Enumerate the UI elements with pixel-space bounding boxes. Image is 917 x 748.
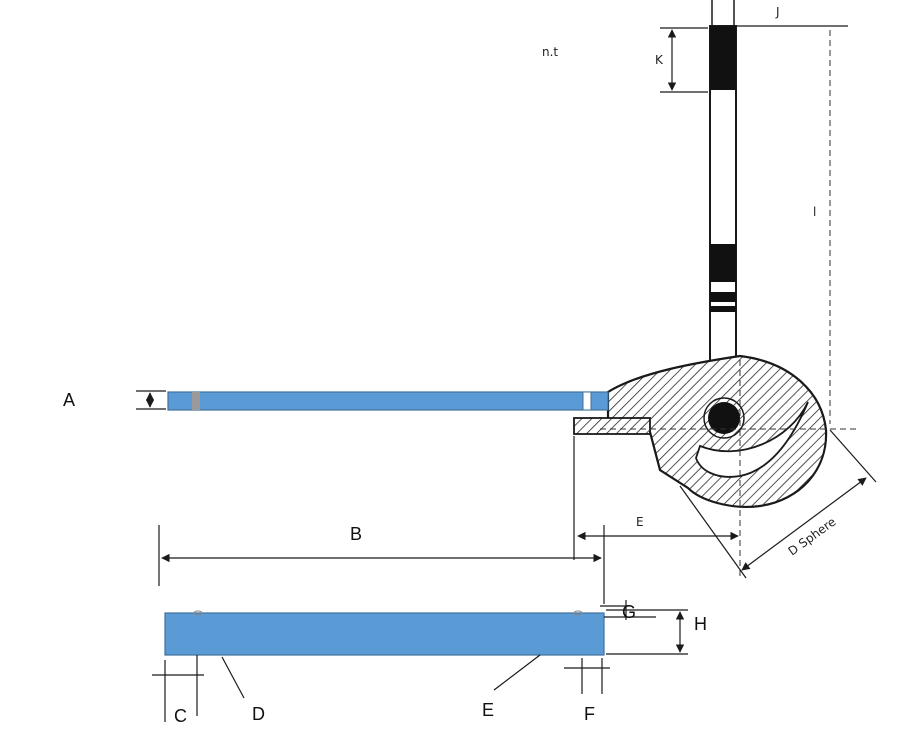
sphere-extension-1 bbox=[679, 485, 747, 579]
label-g: G bbox=[622, 602, 636, 622]
bending-head bbox=[573, 354, 828, 508]
d-leader bbox=[221, 656, 245, 699]
bottom-plate-bump-left bbox=[193, 610, 203, 616]
top-note: n.t bbox=[542, 45, 558, 59]
label-f: F bbox=[584, 704, 595, 724]
label-d: D bbox=[252, 704, 265, 724]
dowel-pin-icon bbox=[708, 402, 740, 434]
label-c: C bbox=[174, 706, 187, 726]
k-mark: K bbox=[655, 53, 664, 67]
label-h: H bbox=[694, 614, 707, 634]
rod-band-lower-2 bbox=[710, 306, 736, 312]
top-plate-assembly: A bbox=[63, 390, 609, 411]
top-plate-slot-left bbox=[192, 392, 200, 410]
j-mark: J bbox=[775, 5, 780, 19]
bottom-plate bbox=[164, 612, 605, 656]
sphere-dimension-line bbox=[741, 477, 867, 571]
e-leader bbox=[493, 654, 541, 691]
head-lower-lip bbox=[573, 417, 651, 435]
top-plate bbox=[167, 391, 609, 411]
e-mark: E bbox=[636, 515, 644, 529]
d-sphere-mark: D Sphere bbox=[786, 515, 839, 559]
bottom-plate-assembly: C D E F G H bbox=[152, 600, 707, 726]
l-mark: l bbox=[813, 205, 816, 219]
label-b: B bbox=[350, 524, 362, 544]
top-plate-slot-right bbox=[582, 391, 592, 411]
label-a: A bbox=[63, 390, 75, 410]
vertical-rod bbox=[709, 0, 737, 367]
bottom-plate-bump-right bbox=[573, 610, 583, 616]
rod-band-lower bbox=[710, 292, 736, 302]
rod-band-middle bbox=[710, 244, 736, 282]
sketch-drawing: K J n.t l E D Sphere bbox=[542, 0, 877, 580]
label-e: E bbox=[482, 700, 494, 720]
sphere-extension-2 bbox=[829, 429, 877, 483]
b-dimension: B bbox=[158, 524, 605, 604]
rod-band-top bbox=[710, 26, 736, 90]
